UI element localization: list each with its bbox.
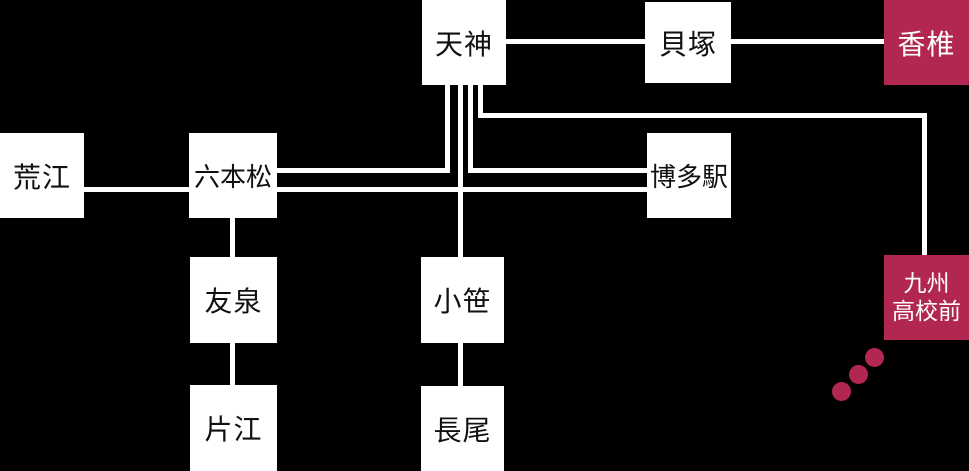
line-tenjin-kyushu-kokomae-vertical [922,113,927,255]
line-yusen-katae [230,343,235,385]
line-tenjin-kaizuka [506,39,645,44]
station-nagao-label: 長尾 [433,414,492,446]
station-kyushu-kokomae: 九州 高校前 [884,255,969,340]
line-kaizuka-kashii [731,39,884,44]
line-tenjin-hakata-horizontal [468,168,647,173]
station-hakata-eki: 博多駅 [647,133,731,218]
line-tenjin-ropponmatsu-horizontal [277,168,450,173]
route-continuation-dot-2 [849,365,868,384]
station-kashii-label: 香椎 [897,28,956,60]
line-ropponmatsu-yusen [230,218,235,257]
station-arae-label: 荒江 [12,161,71,193]
line-tenjin-kyushu-kokomae-horizontal [478,113,927,118]
station-yusen: 友泉 [190,257,277,343]
station-ropponmatsu-label: 六本松 [193,162,272,192]
station-nagao: 長尾 [421,386,504,471]
route-continuation-dot-3 [832,382,851,401]
station-kashii: 香椎 [884,0,969,85]
station-kaizuka-label: 貝塚 [658,28,717,60]
station-arae: 荒江 [0,133,84,218]
station-hakata-eki-label: 博多駅 [649,162,728,192]
line-tenjin-ropponmatsu-drop [445,85,450,173]
station-katae-label: 片江 [204,414,263,445]
station-kozasa: 小笹 [421,257,504,343]
station-tenjin-label: 天神 [434,28,493,60]
line-tenjin-hakata-drop [468,85,473,173]
station-tenjin: 天神 [422,0,506,85]
line-tenjin-kozasa [458,85,463,257]
station-katae: 片江 [190,385,277,471]
route-continuation-dot-1 [865,348,884,367]
line-arae-ropponmatsu [84,187,189,192]
line-kozasa-nagao [458,343,463,386]
station-kyushu-kokomae-label: 九州 高校前 [892,269,961,324]
station-kozasa-label: 小笹 [433,286,492,317]
line-tenjin-kyushu-kokomae-drop [478,85,483,118]
station-ropponmatsu: 六本松 [189,133,277,218]
line-ropponmatsu-hakata [277,187,647,192]
station-kaizuka: 貝塚 [645,2,731,83]
station-yusen-label: 友泉 [204,286,263,317]
